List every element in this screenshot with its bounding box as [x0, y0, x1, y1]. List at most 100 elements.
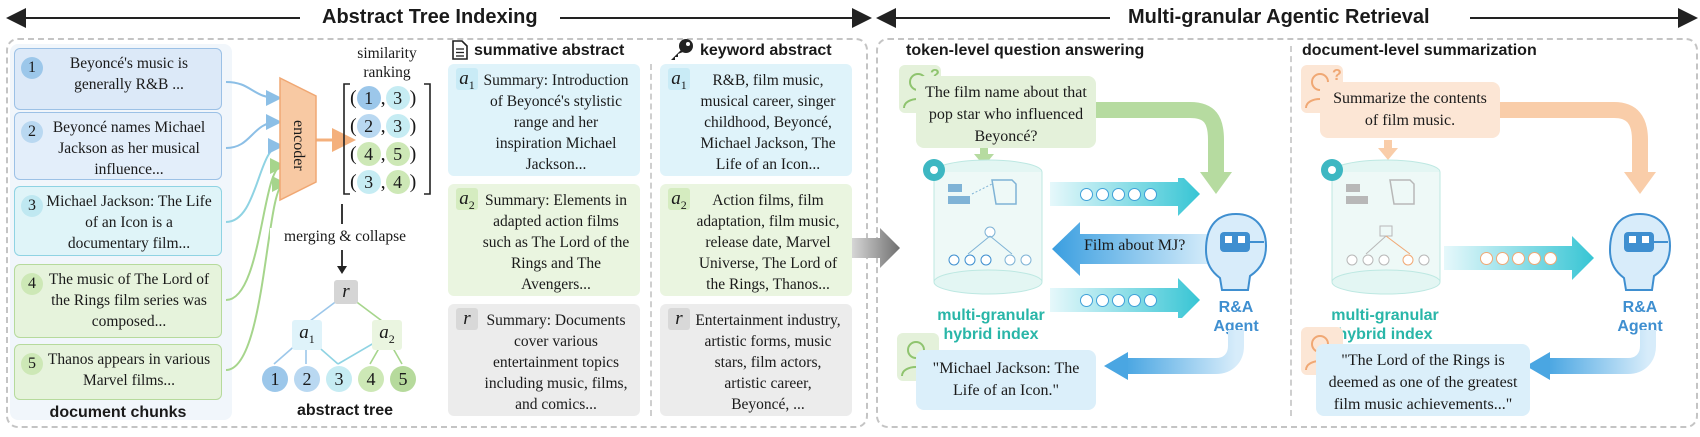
pair-node: 3 — [356, 170, 381, 194]
retrieval-divider — [1290, 46, 1292, 416]
chunk-number: 4 — [21, 273, 43, 295]
transition-arrow — [852, 228, 900, 268]
card-label: a1 — [668, 68, 690, 92]
query-arrow — [1052, 222, 1210, 276]
card-text: Summary: Documents cover various enterta… — [484, 312, 628, 413]
keyword-card-a1: a1 R&B, film music, musical career, sing… — [660, 64, 852, 176]
pair-row: (2,3) — [350, 114, 417, 138]
card-label-letter: r — [675, 308, 683, 329]
retrieval-arrows — [1050, 178, 1200, 318]
doc-flow-arrows — [1378, 102, 1656, 194]
card-label-sub: 2 — [468, 197, 475, 212]
tree-leaf: 1 — [262, 366, 288, 392]
pair-node: 4 — [385, 170, 410, 194]
chunk-number: 1 — [21, 57, 43, 79]
retrieval-panel — [876, 38, 1698, 428]
tree-node-sub: 2 — [388, 331, 395, 346]
chunk-5: 5 Thanos appears in various Marvel films… — [14, 344, 222, 400]
doc-index-label: multi-granular hybrid index — [1331, 307, 1439, 343]
token-flow-arrows — [974, 102, 1232, 194]
pair-list: (1,3) (2,3) (4,5) (3,4) — [350, 84, 426, 196]
card-label: a2 — [668, 188, 690, 212]
card-label: a1 — [456, 68, 478, 92]
token-dots-bottom — [1080, 294, 1157, 307]
svg-text:?: ? — [930, 67, 940, 84]
token-qa-title: token-level question answering — [906, 42, 1145, 59]
chunk-text: Michael Jackson: The Life of an Icon is … — [46, 193, 212, 252]
chunk-2: 2 Beyoncé names Michael Jackson as her m… — [14, 112, 222, 180]
tree-leaf: 5 — [390, 366, 416, 392]
keyword-card-a2: a2 Action films, film adaptation, film m… — [660, 184, 852, 296]
summative-title: summative abstract — [474, 42, 625, 59]
doc-dots — [1480, 252, 1557, 265]
card-text: R&B, film music, musical career, singer … — [700, 72, 836, 173]
pair-node: 1 — [356, 86, 381, 110]
tree-leaf: 3 — [326, 366, 352, 392]
pair-node: 3 — [385, 86, 410, 110]
indexing-panel — [6, 38, 868, 428]
card-text: Summary: Elements in adapted action film… — [482, 192, 630, 293]
card-label: r — [456, 308, 478, 330]
chunk-to-encoder-arrows — [225, 81, 356, 371]
hybrid-index-cylinder — [923, 159, 1043, 295]
encoder-label: encoder — [290, 120, 307, 171]
chunk-1: 1 Beyoncé's music is generally R&B ... — [14, 48, 222, 110]
tree-label: abstract tree — [296, 402, 394, 419]
card-label-sub: 1 — [468, 77, 475, 92]
card-label-letter: a — [459, 188, 469, 209]
tree-node-a2: a2 — [372, 320, 402, 350]
tree-root: r — [334, 280, 358, 304]
svg-text:?: ? — [1332, 67, 1342, 84]
tree-leaf: 4 — [358, 366, 384, 392]
token-answer-text: "Michael Jackson: The Life of an Icon." — [932, 360, 1080, 399]
key-icon — [671, 39, 693, 60]
token-question-text: The film name about that pop star who in… — [925, 84, 1087, 145]
tree-node-letter: a — [299, 322, 309, 343]
card-label-letter: a — [459, 68, 469, 89]
column-divider — [650, 64, 652, 416]
header-abstract-tree-indexing: Abstract Tree Indexing — [308, 6, 552, 29]
encoder-shape — [279, 76, 317, 202]
doc-answer-bubble: "The Lord of the Rings is deemed as one … — [1316, 344, 1530, 416]
doc-sum-title: document-level summarization — [1302, 42, 1537, 59]
merge-label: merging & collapse — [270, 228, 420, 246]
doc-question-text: Summarize the contents of film music. — [1333, 90, 1487, 129]
summative-card-a1: a1 Summary: Introduction of Beyoncé's st… — [448, 64, 640, 176]
chunk-text: Beyoncé names Michael Jackson as her mus… — [52, 119, 206, 178]
similarity-pairs — [343, 83, 431, 195]
pair-node: 4 — [356, 142, 381, 166]
header-arrows — [6, 8, 1698, 28]
chunk-text: Beyoncé's music is generally R&B ... — [69, 55, 189, 93]
card-label-sub: 1 — [680, 77, 687, 92]
agent-robot-icon-2 — [1608, 212, 1672, 291]
card-label: r — [668, 308, 690, 330]
query-text: Film about MJ? — [1084, 237, 1186, 254]
chunks-label: document chunks — [49, 404, 187, 421]
card-label-letter: r — [463, 308, 471, 329]
pair-node: 2 — [356, 114, 381, 138]
pair-node: 3 — [385, 114, 410, 138]
card-text: Summary: Introduction of Beyoncé's styli… — [483, 72, 629, 173]
doc-answer-arrow — [1526, 330, 1656, 380]
tree-node-sub: 1 — [308, 331, 315, 346]
tree-node-a1: a1 — [292, 320, 322, 350]
card-text: Entertainment industry, artistic forms, … — [695, 312, 841, 413]
token-question-bubble: The film name about that pop star who in… — [916, 76, 1096, 148]
summative-card-a2: a2 Summary: Elements in adapted action f… — [448, 184, 640, 296]
merge-arrow — [337, 204, 347, 274]
doc-answer-text: "The Lord of the Rings is deemed as one … — [1328, 352, 1518, 413]
card-label: a2 — [456, 188, 478, 212]
pair-row: (4,5) — [350, 142, 417, 166]
tree-node-letter: a — [379, 322, 389, 343]
pair-node: 5 — [385, 142, 410, 166]
chunk-number: 3 — [21, 195, 43, 217]
card-text: Action films, film adaptation, film musi… — [696, 192, 840, 293]
chunk-number: 5 — [21, 353, 43, 375]
document-icon — [452, 40, 468, 60]
pair-row: (3,4) — [350, 170, 417, 194]
chunk-4: 4 The music of The Lord of the Rings fil… — [14, 264, 222, 338]
similarity-label: similarity ranking — [357, 45, 417, 81]
keyword-title: keyword abstract — [700, 42, 832, 59]
pair-row: (1,3) — [350, 86, 417, 110]
keyword-card-r: r Entertainment industry, artistic forms… — [660, 304, 852, 416]
